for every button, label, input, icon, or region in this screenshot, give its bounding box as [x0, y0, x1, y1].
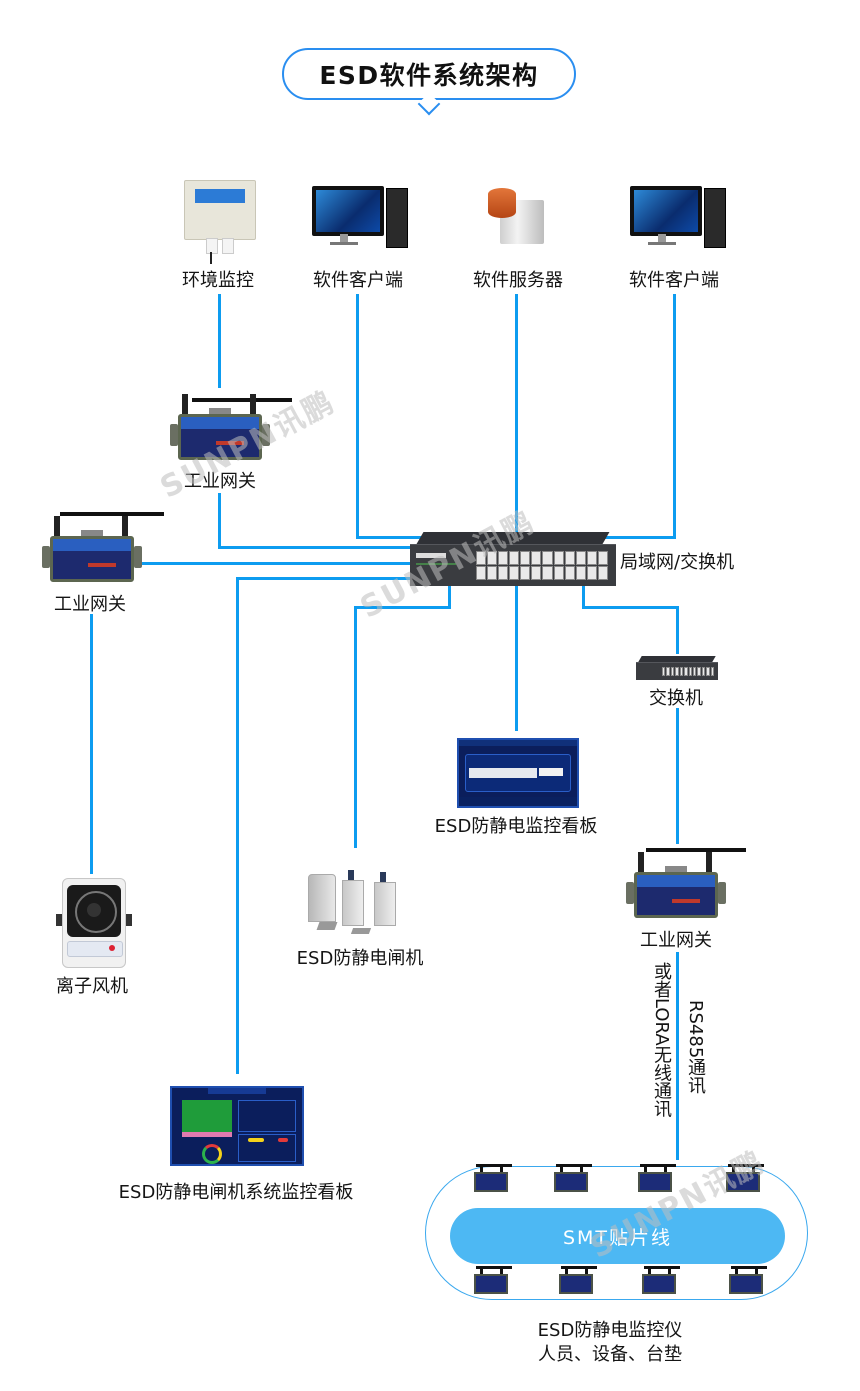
env-monitor-label: 环境监控: [182, 270, 254, 291]
link-client1-switch-h: [356, 536, 426, 539]
link-env-gateway: [218, 294, 221, 388]
ion-fan-device[interactable]: [56, 878, 132, 968]
link-switch-subswitch-v2: [676, 606, 679, 654]
esd-monitor-device-icon: [642, 1274, 676, 1294]
link-switch-gate-v2: [354, 606, 357, 848]
link-switch-subswitch-h: [582, 606, 679, 609]
env-monitor-device[interactable]: [184, 180, 256, 264]
esd-board-label: ESD防静电监控看板: [434, 816, 598, 837]
lora-link-label: 或者LORA无线通讯: [651, 962, 672, 1118]
esd-monitor-device[interactable]: [555, 1264, 597, 1294]
esd-monitor-device[interactable]: [725, 1264, 767, 1294]
temperature-humidity-sensor-icon: [184, 180, 256, 240]
esd-monitor-device[interactable]: [550, 1162, 592, 1192]
esd-board-device[interactable]: [457, 738, 579, 808]
dashboard-screen-icon: [459, 740, 577, 806]
core-switch-label: 局域网/交换机: [620, 552, 735, 573]
smt-loop: [425, 1166, 808, 1300]
gateway-right-label: 工业网关: [640, 930, 712, 951]
client-1-device[interactable]: [312, 186, 408, 248]
ion-fan-icon: [62, 878, 126, 968]
core-switch-device[interactable]: [410, 532, 616, 586]
link-gateway-top-switch-v: [218, 493, 221, 549]
rs485-link-label: RS485通讯: [685, 1000, 706, 1095]
client-2-device[interactable]: [630, 186, 726, 248]
gateway-top-device[interactable]: [170, 388, 292, 460]
esd-monitor-device-icon: [474, 1172, 508, 1192]
gateway-right-device[interactable]: [626, 846, 746, 918]
link-switch-board: [515, 585, 518, 731]
link-switch-gateboard-v: [236, 577, 239, 1074]
diagram-title-text: ESD软件系统架构: [319, 61, 539, 90]
esd-monitor-device-icon: [559, 1274, 593, 1294]
link-switch-gateboard-h: [236, 577, 414, 580]
esd-monitor-device-icon: [638, 1172, 672, 1192]
gate-board-label: ESD防静电闸机系统监控看板: [118, 1182, 354, 1203]
esd-monitor-device[interactable]: [470, 1162, 512, 1192]
sub-switch-label: 交换机: [649, 688, 703, 709]
server-device[interactable]: [486, 188, 546, 246]
smt-line-label: SMT贴片线: [562, 1226, 673, 1249]
esd-monitor-device[interactable]: [638, 1264, 680, 1294]
esd-monitor-device[interactable]: [470, 1264, 512, 1294]
esd-monitor-device[interactable]: [722, 1162, 764, 1192]
link-gateway-ionfan: [90, 614, 93, 874]
esd-monitor-device[interactable]: [634, 1162, 676, 1192]
link-gateway-top-switch-h: [218, 546, 416, 549]
link-switch-gate-h: [354, 606, 451, 609]
link-subswitch-gateway: [676, 708, 679, 844]
link-client2-switch-v: [673, 294, 676, 538]
industrial-gateway-icon: [50, 536, 134, 582]
link-client1-switch-v: [356, 294, 359, 538]
client-2-label: 软件客户端: [629, 270, 719, 291]
esd-gate-label: ESD防静电闸机: [296, 948, 424, 969]
network-switch-icon: [410, 544, 616, 586]
link-gateway-smt: [676, 952, 679, 1160]
gate-board-device[interactable]: [170, 1086, 304, 1166]
server-label: 软件服务器: [473, 270, 563, 291]
dashboard-screen-icon: [172, 1088, 302, 1164]
client-1-label: 软件客户端: [313, 270, 403, 291]
sub-switch-device[interactable]: [636, 656, 718, 680]
link-gateway-left-switch: [140, 562, 412, 565]
industrial-gateway-icon: [178, 414, 262, 460]
esd-monitor-device-icon: [554, 1172, 588, 1192]
desktop-computer-icon: [630, 186, 702, 236]
esd-monitor-label-line1: ESD防静电监控仪: [537, 1320, 683, 1341]
esd-monitor-device-icon: [726, 1172, 760, 1192]
gateway-top-label: 工业网关: [184, 471, 256, 492]
diagram-title: ESD软件系统架构: [282, 48, 576, 100]
link-server-switch: [515, 294, 518, 534]
link-switch-subswitch-v1: [582, 585, 585, 608]
industrial-gateway-icon: [634, 872, 718, 918]
gateway-left-label: 工业网关: [54, 594, 126, 615]
network-switch-icon: [636, 662, 718, 680]
esd-gate-device[interactable]: [306, 864, 402, 934]
link-switch-gate-v1: [448, 585, 451, 608]
link-client2-switch-h: [600, 536, 676, 539]
turnstile-gate-icon: [306, 864, 402, 934]
gateway-left-device[interactable]: [42, 510, 164, 582]
ion-fan-label: 离子风机: [56, 976, 128, 997]
desktop-computer-icon: [312, 186, 384, 236]
esd-monitor-device-icon: [729, 1274, 763, 1294]
esd-monitor-device-icon: [474, 1274, 508, 1294]
smt-line[interactable]: SMT贴片线: [450, 1208, 785, 1264]
esd-monitor-label-line2: 人员、设备、台垫: [538, 1344, 682, 1365]
